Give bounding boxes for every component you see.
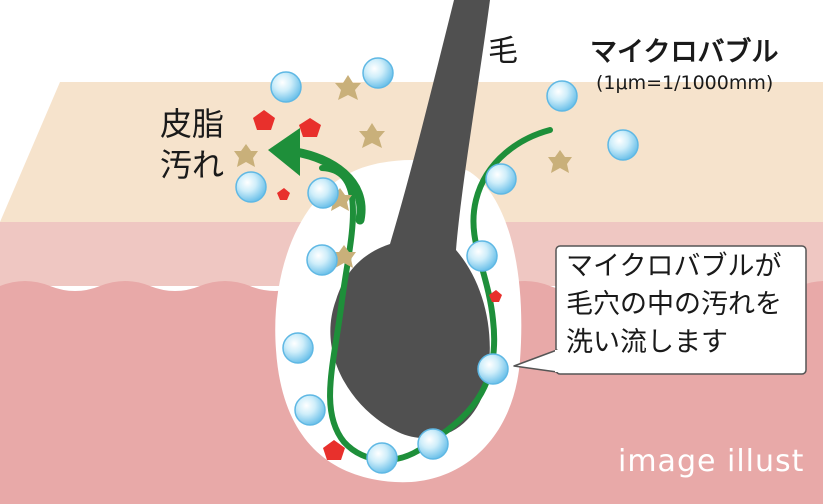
- dirt-particle: [299, 118, 321, 137]
- epidermis-layer: [0, 82, 823, 222]
- microbubbles: [235, 57, 639, 474]
- microbubble: [477, 353, 509, 385]
- microbubble: [366, 442, 398, 474]
- microbubble: [546, 80, 578, 112]
- microbubble: [485, 163, 517, 195]
- sebum-particle: [332, 245, 356, 268]
- sebum-particles: [234, 75, 572, 268]
- microbubble: [466, 240, 498, 272]
- dirt-particle: [253, 110, 275, 130]
- sebum-particle: [359, 123, 385, 148]
- microbubble-size-note: (1μm=1/1000mm): [596, 72, 774, 94]
- dirt-particle: [489, 290, 502, 302]
- flow-arrowhead: [268, 128, 300, 176]
- dirt-particle: [323, 440, 345, 460]
- microbubble: [362, 57, 394, 89]
- hair-label: 毛: [488, 34, 518, 69]
- sebum-particle: [234, 144, 258, 167]
- flow-arrow-shaft: [291, 147, 366, 225]
- microbubble-title: マイクロバブル: [590, 37, 779, 68]
- hair-shaft: [330, 0, 490, 439]
- microbubble: [307, 177, 339, 209]
- callout-box: [555, 245, 807, 375]
- microbubble: [270, 71, 302, 103]
- microbubble: [306, 244, 338, 276]
- sebum-particle: [548, 150, 572, 173]
- callout-text: マイクロバブルが 毛穴の中の汚れを 洗い流します: [566, 251, 782, 358]
- sebum-particle: [335, 75, 361, 100]
- dirt-particles: [253, 110, 502, 460]
- microbubble: [417, 428, 449, 460]
- watermark: image illust: [618, 444, 805, 479]
- dirt-particle: [277, 188, 290, 200]
- sebum-dirt-label: 皮脂 汚れ: [160, 105, 225, 184]
- microbubble: [294, 394, 326, 426]
- microbubble: [282, 332, 314, 364]
- microbubble: [235, 171, 267, 203]
- sebum-particle: [328, 188, 352, 211]
- microbubble: [607, 129, 639, 161]
